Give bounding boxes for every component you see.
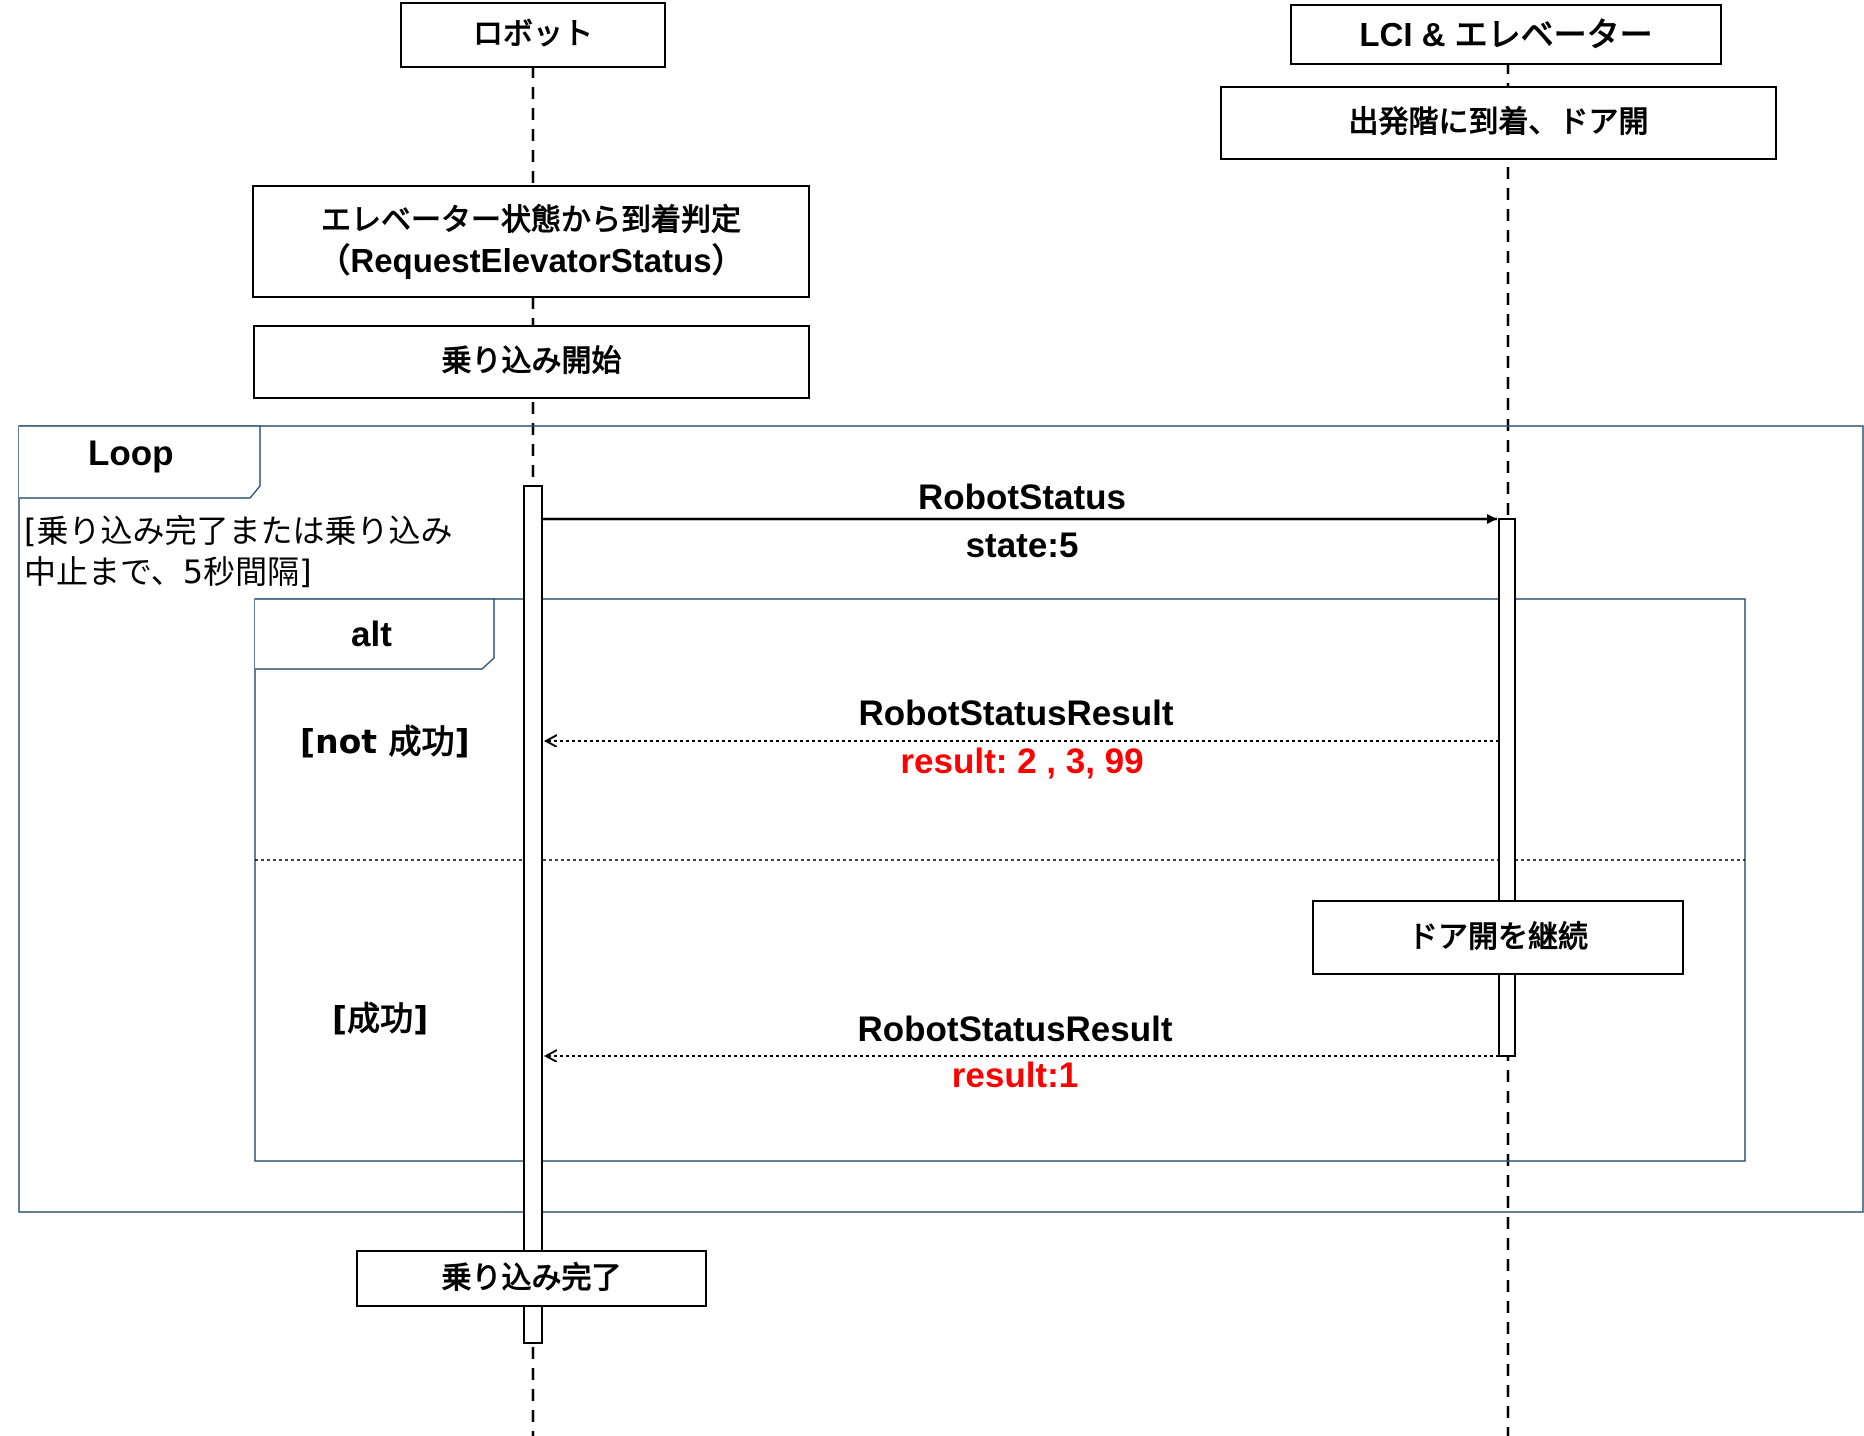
activation-robot bbox=[523, 485, 543, 1344]
note-arrival-judgement-line1: エレベーター状態から到着判定 bbox=[321, 203, 741, 239]
participant-lci-label: LCI & エレベーター bbox=[1359, 15, 1653, 53]
alt-guard-success: [成功] bbox=[332, 999, 429, 1038]
message-result-success-label: RobotStatusResult bbox=[857, 1010, 1173, 1049]
message-result-fail-label: RobotStatusResult bbox=[858, 694, 1174, 733]
loop-label-tab bbox=[19, 425, 261, 499]
note-door-keep-open: ドア開を継続 bbox=[1312, 900, 1684, 975]
note-boarding-complete: 乗り込み完了 bbox=[356, 1250, 707, 1307]
loop-frame bbox=[18, 425, 1864, 1213]
note-door-keep-open-text: ドア開を継続 bbox=[1408, 919, 1588, 955]
note-arrival-judgement-line2: （RequestElevatorStatus） bbox=[317, 241, 745, 279]
participant-robot-label: ロボット bbox=[473, 17, 593, 53]
participant-lci-elevator: LCI & エレベーター bbox=[1290, 4, 1722, 65]
message-robotstatus-param: state:5 bbox=[965, 526, 1079, 565]
alt-label-tab bbox=[255, 598, 495, 670]
note-boarding-complete-text: 乗り込み完了 bbox=[441, 1260, 622, 1296]
alt-frame bbox=[254, 598, 1746, 1162]
participant-robot: ロボット bbox=[400, 2, 666, 68]
note-boarding-start: 乗り込み開始 bbox=[253, 325, 810, 399]
activation-lci bbox=[1498, 518, 1516, 1057]
note-door-open-arrival-text: 出発階に到着、ドア開 bbox=[1348, 105, 1649, 141]
message-result-fail-param: result: 2 , 3, 99 bbox=[900, 742, 1144, 781]
loop-guard-line2: 中止まで、5秒間隔] bbox=[24, 553, 312, 591]
loop-guard-line1: [乗り込み完了または乗り込み bbox=[24, 512, 453, 550]
note-arrival-judgement: エレベーター状態から到着判定 （RequestElevatorStatus） bbox=[252, 185, 810, 298]
note-boarding-start-text: 乗り込み開始 bbox=[441, 344, 622, 380]
message-robotstatus-label: RobotStatus bbox=[917, 478, 1127, 517]
alt-guard-not-success: [not 成功] bbox=[300, 722, 470, 761]
message-result-success-param: result:1 bbox=[951, 1056, 1079, 1095]
loop-label: Loop bbox=[88, 434, 174, 473]
alt-label: alt bbox=[351, 615, 392, 654]
note-door-open-arrival: 出発階に到着、ドア開 bbox=[1220, 86, 1777, 160]
